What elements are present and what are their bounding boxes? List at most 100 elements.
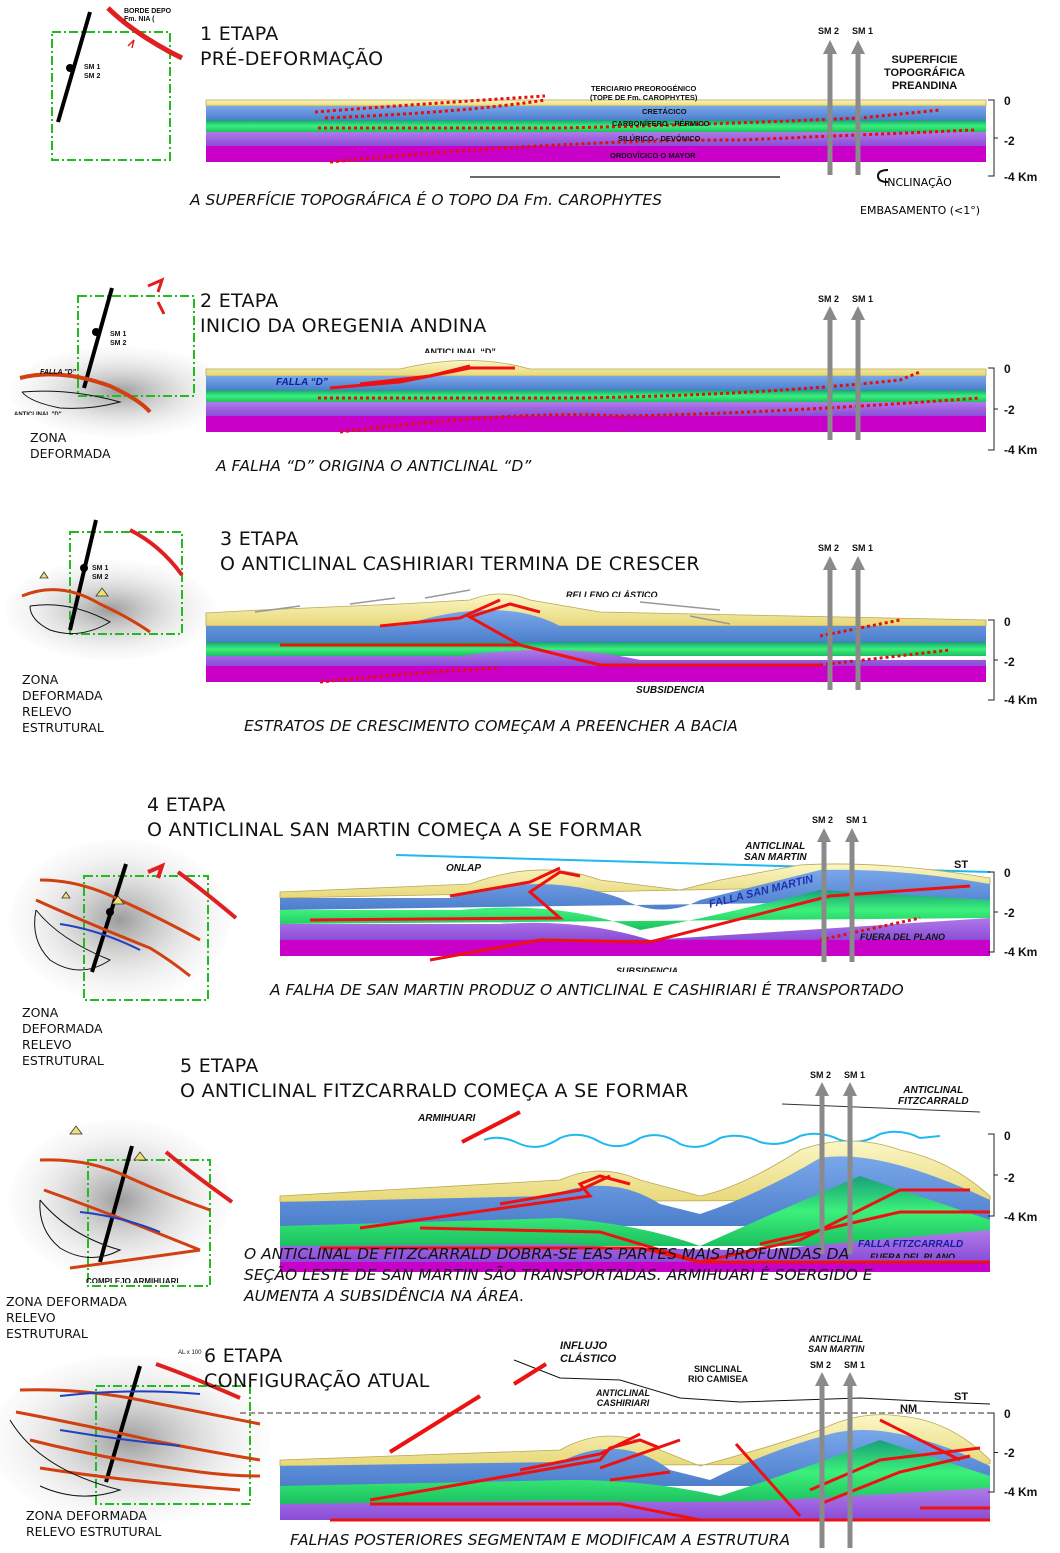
stage-5-axis-4: -4 Km (1004, 1210, 1038, 1224)
wells-layer (815, 40, 865, 1548)
stage-1-label-inclinacao: INCLINAÇÃO (884, 176, 952, 189)
stage-1-title-name: PRÉ-DEFORMAÇÃO (200, 48, 384, 70)
stage-2-zone-label: ZONA DEFORMADA (30, 430, 111, 461)
stage-1-well-sm1-shaft (855, 52, 861, 175)
stage-1-axis-2: -2 (1004, 134, 1015, 148)
stage-2-axis-0: 0 (1004, 362, 1011, 376)
stage-6-title: 6 ETAPA CONFIGURAÇÃO ATUAL (204, 1344, 430, 1394)
stage-5-caption: O ANTICLINAL DE FITZCARRALD DOBRA-SE EAS… (244, 1245, 873, 1305)
stage-1-well-sm2-arrowhead (823, 40, 837, 54)
stage-3-zone-label: ZONA DEFORMADA RELEVO ESTRUTURAL (22, 672, 104, 735)
stage-3-well-sm2-arrowhead (823, 556, 837, 570)
stage-1-label-carbonifero: CARBONÍFERO - PÉRMICO (612, 119, 710, 128)
stage-1-axis-0: 0 (1004, 94, 1011, 108)
stage-6-label-anticlinal-cash: ANTICLINAL CASHIRIARI (596, 1388, 650, 1408)
stage-1-well-sm1-arrowhead (851, 40, 865, 54)
stage-2-well-sm2-arrowhead (823, 306, 837, 320)
stage-4-axis-4: -4 Km (1004, 945, 1038, 959)
stage-6-axis-4: -4 Km (1004, 1485, 1038, 1499)
stage-3-title-name: O ANTICLINAL CASHIRIARI TERMINA DE CRESC… (220, 553, 700, 575)
stage-5-axis-2: -2 (1004, 1171, 1015, 1185)
stage-6-label-nm: NM (900, 1403, 918, 1415)
stage-6-well-sm2-shaft (819, 1384, 825, 1548)
stage-1-map-inset (51, 6, 184, 161)
stage-4-well-sm1-shaft (849, 840, 855, 962)
stage-5-map-inset (10, 1120, 234, 1287)
stage-6-map-inset (0, 1355, 270, 1525)
stage-6-label-influjo: INFLUJO CLÁSTICO (560, 1340, 617, 1365)
stage-2-well-sm2-shaft (827, 318, 833, 440)
stage-6-well-label-sm1: SM 1 (844, 1360, 866, 1370)
stage-3-well-sm1-arrowhead (851, 556, 865, 570)
stage-4-depth-axis (988, 871, 998, 953)
stage-1-label-embasamento: EMBASAMENTO (<1°) (860, 204, 981, 217)
stage-1-caption: A SUPERFÍCIE TOPOGRÁFICA É O TOPO DA Fm.… (190, 191, 662, 209)
stage-3-title: 3 ETAPA O ANTICLINAL CASHIRIARI TERMINA … (220, 527, 700, 577)
stage-2-caption: A FALHA “D” ORIGINA O ANTICLINAL “D” (216, 457, 532, 475)
stage-6-label-anticlinal-sm: ANTICLINAL SAN MARTIN (808, 1334, 865, 1354)
stage-1-well-sm2-shaft (827, 52, 833, 175)
stage-6-axis-2: -2 (1004, 1446, 1015, 1460)
stage-1-label-ordovicico: ORDOVÍCICO O MAYOR (610, 151, 696, 160)
stage-6-depth-axis (988, 1412, 998, 1493)
stage-3-well-sm2-shaft (827, 568, 833, 690)
stage-5-title-number: 5 ETAPA (180, 1055, 259, 1077)
stage-5-zone-label: ZONA DEFORMADA RELEVO ESTRUTURAL (6, 1294, 127, 1341)
stage-1-depth-axis (988, 99, 998, 177)
stage-2-label-anticlinal-d: ANTICLINAL “D” (424, 347, 496, 353)
stage-4-label-subsidencia: SUBSIDENCIA (616, 966, 679, 972)
stage-3-well-label-sm1: SM 1 (852, 543, 874, 553)
stage-1-label-silurico: SILÚRICO - DEVÓNICO (618, 134, 701, 143)
stage-6-label-st: ST (954, 1391, 969, 1403)
stage-5-axis-0: 0 (1004, 1129, 1011, 1143)
stage-4-label-st: ST (954, 859, 969, 871)
stage-5-well-sm2-shaft (819, 1094, 825, 1254)
stage-6-title-number: 6 ETAPA (204, 1345, 283, 1367)
stage-3-axis-4: -4 Km (1004, 693, 1038, 707)
stage-5-title: 5 ETAPA O ANTICLINAL FITZCARRALD COMEÇA … (180, 1054, 689, 1104)
stage-4-zone-label: ZONA DEFORMADA RELEVO ESTRUTURAL (22, 1005, 104, 1068)
stage-2-depth-axis (988, 367, 998, 451)
stage-5-well-label-sm1: SM 1 (844, 1070, 866, 1080)
stage-1-label-superficie: SUPERFICIE TOPOGRÁFICA PREANDINA (884, 54, 966, 92)
stage-6-well-sm1-arrowhead (843, 1372, 857, 1386)
stage-6-label-sinclinal: SINCLINAL RIO CAMISEA (688, 1364, 749, 1384)
stage-1-well-label-sm2: SM 2 (818, 26, 840, 36)
stage-5-section (279, 1103, 991, 1272)
stage-4-axis-0: 0 (1004, 866, 1011, 880)
stage-4-label-fuera: FUERA DEL PLANO (860, 932, 946, 942)
stage-1-label-terciario: TERCIARIO PREOROGÉNICO (TOPE DE Fm. CARO… (590, 84, 698, 102)
stage-3-label-relleno: RELLENO CLÁSTICO (566, 590, 658, 597)
stage-2-map-wells-label: SM 1 SM 2 (110, 331, 127, 347)
stage-6-map-scale-label: AL x 100 (178, 1350, 202, 1356)
stage-4-well-label-sm2: SM 2 (812, 815, 834, 825)
stage-1-well-label-sm1: SM 1 (852, 26, 874, 36)
stage-6-well-sm2-arrowhead (815, 1372, 829, 1386)
stage-2-well-label-sm2: SM 2 (818, 294, 840, 304)
stage-1-title-number: 1 ETAPA (200, 23, 279, 45)
stage-5-well-sm1-shaft (847, 1094, 853, 1254)
stage-5-label-armihuari: ARMIHUARI (418, 1113, 476, 1124)
stage-4-title-number: 4 ETAPA (147, 794, 226, 816)
stage-3-axis-2: -2 (1004, 655, 1015, 669)
stage-4-label-anticlinal-sm: ANTICLINAL SAN MARTIN (744, 841, 807, 863)
stage-3-map-inset (5, 519, 215, 660)
stage-4-axis-2: -2 (1004, 906, 1015, 920)
stage-2-well-label-sm1: SM 1 (852, 294, 874, 304)
stage-4-section (279, 854, 991, 962)
stage-5-well-label-sm2: SM 2 (810, 1070, 832, 1080)
stage-6-zone-label: ZONA DEFORMADA RELEVO ESTRUTURAL (26, 1508, 162, 1539)
stage-1-title: 1 ETAPA PRÉ-DEFORMAÇÃO (200, 22, 383, 72)
stage-2-axis-2: -2 (1004, 403, 1015, 417)
stage-2-well-sm1-shaft (855, 318, 861, 440)
stage-2-well-sm1-arrowhead (851, 306, 865, 320)
stage-1-map-edge-label: BORDE DEPO Fm. NIA ( (124, 8, 172, 23)
stage-4-well-sm2-arrowhead (817, 828, 831, 842)
stage-5-label-anticlinal-fitz: ANTICLINAL FITZCARRALD (898, 1085, 969, 1107)
stage-2-map-falla-label: FALLA "D" (40, 369, 76, 376)
stage-6-caption: FALHAS POSTERIORES SEGMENTAM E MODIFICAM… (290, 1531, 791, 1549)
stage-3-well-sm1-shaft (855, 568, 861, 690)
stage-5-label-falla-fitz: FALLA FITZCARRALD (858, 1239, 964, 1250)
stage-2-axis-4: -4 Km (1004, 443, 1038, 457)
stage-6-section (240, 1359, 991, 1522)
